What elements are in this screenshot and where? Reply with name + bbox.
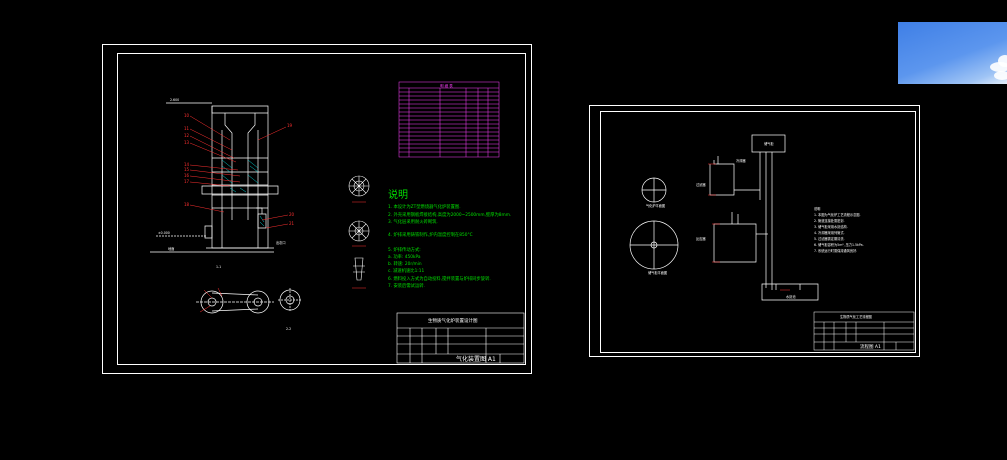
notes-list-2: 1. 本图为气化炉工艺流程示意图. 2. 管道连接处需密封. 3. 储气柜采用水…	[814, 212, 864, 253]
title-block-1-name: 生物质气化炉装置设计图	[428, 317, 478, 324]
notes-title-1: 说明	[388, 188, 408, 201]
note-line: 1. 本图为气化炉工艺流程示意图.	[814, 212, 861, 217]
note-line: 7. 系统运行时需保持通风良好.	[814, 248, 857, 253]
svg-text:17: 17	[184, 179, 190, 184]
cooler-label: 冷却器	[736, 158, 746, 163]
tank-top-label: 储气柜	[764, 141, 774, 146]
pool-label: 水封池	[786, 294, 796, 299]
notes-title-2: 说明	[814, 206, 820, 211]
drawing-sheet-2	[589, 105, 920, 357]
filter-label: 过滤器	[696, 182, 706, 187]
title-block-2	[813, 311, 915, 351]
svg-text:19: 19	[287, 123, 293, 128]
reactor-label: 反应器	[696, 236, 706, 241]
note-line: 3. 储气柜采用水封结构.	[814, 224, 848, 229]
note-line: b. 转速: 20r/min	[388, 260, 422, 267]
svg-text:15: 15	[184, 167, 190, 172]
drawing-sheet-1	[102, 44, 532, 374]
svg-text:20: 20	[289, 212, 295, 217]
title-block-2-number: 流程图 A1	[860, 343, 881, 350]
note-line: 2. 外壳采用钢板焊接结构,高度为2000~2500mm,壁厚为8mm.	[388, 211, 511, 218]
svg-text:12: 12	[184, 133, 190, 138]
drawing-frame-2	[600, 111, 916, 353]
note-line: a. 功率: 450kPa	[388, 253, 421, 260]
elevation-top-label: 2.600	[170, 98, 179, 102]
sky-image-thumbnail	[898, 22, 1007, 84]
circle-label-1: 气化炉平面图	[646, 203, 665, 208]
svg-text:10: 10	[184, 113, 190, 118]
drawing-frame-1	[117, 53, 526, 365]
svg-text:16: 16	[184, 173, 190, 178]
note-line: 7. 安装后需试运转.	[388, 282, 425, 289]
circle-label-2: 储气柜平面图	[648, 270, 667, 275]
title-block-1	[396, 312, 525, 364]
cloud-shape	[994, 71, 1007, 80]
part-leaders	[189, 115, 289, 229]
bom-header: 明 细 表	[440, 83, 453, 88]
svg-text:13: 13	[184, 140, 190, 145]
hatch-lines	[221, 159, 265, 227]
title-block-1-number: 气化装置图 A1	[456, 355, 496, 363]
grate-detail	[348, 175, 370, 281]
note-line: 3. 气化层采用耐火砖砌筑.	[388, 218, 438, 225]
bom-table	[398, 81, 500, 158]
svg-text:21: 21	[289, 221, 295, 226]
note-line: 4. 炉排采用铸铁制作,炉内温度控制在850°C	[388, 231, 473, 238]
notes-list-1: 1. 本设计为ZT型燃烧器气化炉装置图. 2. 外壳采用钢板焊接结构,高度为20…	[388, 203, 511, 289]
process-flow	[629, 134, 819, 301]
ash-exit-label: 出灰口	[276, 240, 286, 245]
note-line: 1. 本设计为ZT型燃烧器气化炉装置图.	[388, 203, 461, 210]
furnace-elevation	[150, 102, 279, 253]
note-line: 5. 过滤器需定期清洗.	[814, 236, 845, 241]
title-block-2-name: 生物质气化工艺流程图	[840, 314, 872, 319]
svg-text:14: 14	[184, 162, 190, 167]
furnace-plan-view	[196, 288, 302, 314]
ground-label: 地面	[168, 246, 174, 251]
cloud-shape	[998, 55, 1007, 67]
note-line: 5. 炉排传动方式:	[388, 246, 421, 253]
note-line: 6. 燃料投入方式为自动投料,搅拌装置与炉排同步旋转.	[388, 275, 491, 282]
svg-text:11: 11	[184, 126, 190, 131]
section-label-small: 2-2	[286, 327, 291, 331]
note-line: 2. 管道连接处需密封.	[814, 218, 845, 223]
section-label-main: 1-1	[216, 265, 221, 269]
note-line: c. 减速机速比1:11	[388, 267, 424, 274]
elevation-side-label: ±0.000	[158, 231, 170, 235]
cloud-shape	[990, 62, 1007, 72]
note-line: 6. 储气柜容积为5m³, 压力1.5kPa.	[814, 242, 864, 247]
svg-text:18: 18	[184, 202, 190, 207]
note-line: 4. 冷却器采用列管式.	[814, 230, 845, 235]
